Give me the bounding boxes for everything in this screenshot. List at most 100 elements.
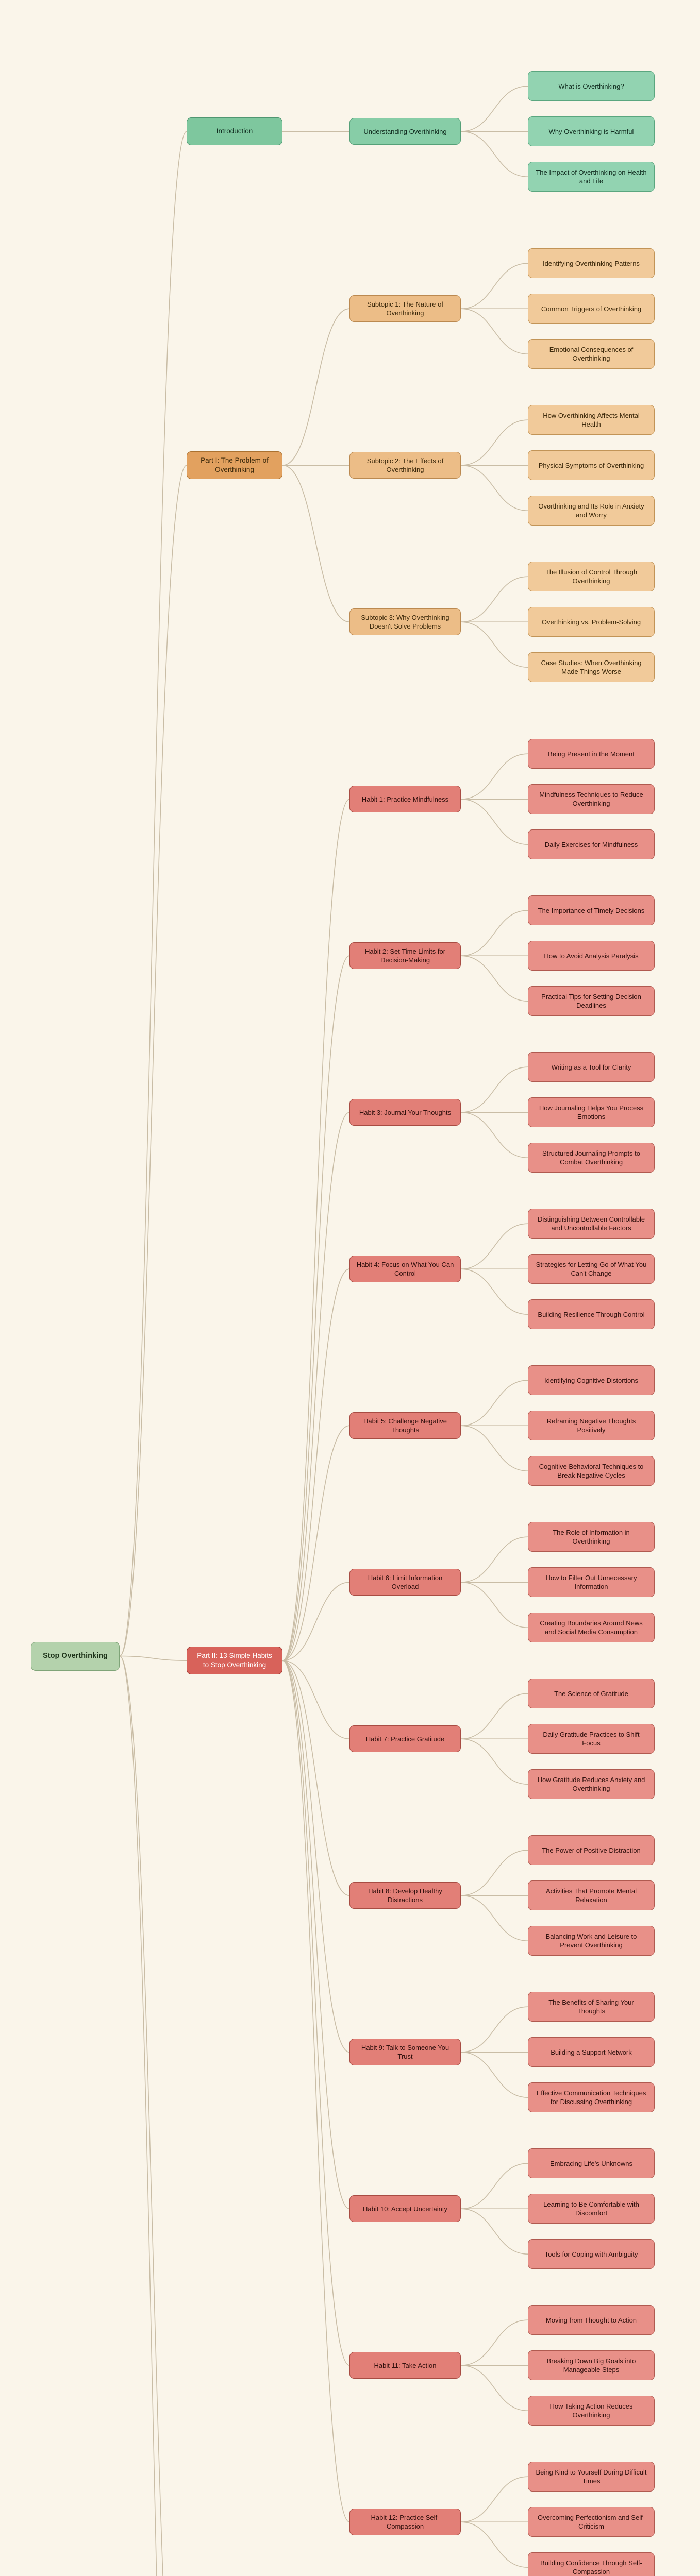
mindmap-node-balancing-work-and-leisure-to-prevent-overthinki[interactable]: Balancing Work and Leisure to Prevent Ov… [528, 1926, 655, 1956]
mindmap-node-introduction[interactable]: Introduction [187, 117, 282, 146]
mindmap-node-habit-2-set-time-limits-for-decision-making[interactable]: Habit 2: Set Time Limits for Decision-Ma… [349, 942, 461, 970]
mindmap-node-case-studies-when-overthinking-made-things-worse[interactable]: Case Studies: When Overthinking Made Thi… [528, 652, 655, 683]
mindmap-node-effective-communication-techniques-for-discussin[interactable]: Effective Communication Techniques for D… [528, 2082, 655, 2113]
mindmap-node-physical-symptoms-of-overthinking[interactable]: Physical Symptoms of Overthinking [528, 450, 655, 481]
mindmap-node-common-triggers-of-overthinking[interactable]: Common Triggers of Overthinking [528, 294, 655, 324]
mindmap-node-distinguishing-between-controllable-and-uncontro[interactable]: Distinguishing Between Controllable and … [528, 1209, 655, 1239]
mindmap-node-habit-12-practice-self-compassion[interactable]: Habit 12: Practice Self-Compassion [349, 2509, 461, 2536]
mindmap-node-the-role-of-information-in-overthinking[interactable]: The Role of Information in Overthinking [528, 1522, 655, 1552]
mindmap-node-overcoming-perfectionism-and-self-criticism[interactable]: Overcoming Perfectionism and Self-Critic… [528, 2507, 655, 2537]
node-label: Habit 9: Talk to Someone You Trust [361, 2044, 449, 2061]
mindmap-node-building-confidence-through-self-compassion[interactable]: Building Confidence Through Self-Compass… [528, 2552, 655, 2576]
mindmap-node-habit-9-talk-to-someone-you-trust[interactable]: Habit 9: Talk to Someone You Trust [349, 2039, 461, 2066]
node-label: Creating Boundaries Around News and Soci… [540, 1619, 643, 1636]
mindmap-branch: Habit 11: Take Action Moving from Thought… [349, 2305, 655, 2426]
mindmap-node-how-to-avoid-analysis-paralysis[interactable]: How to Avoid Analysis Paralysis [528, 941, 655, 971]
mindmap-node-moving-from-thought-to-action[interactable]: Moving from Thought to Action [528, 2305, 655, 2335]
mindmap-node-subtopic-1-the-nature-of-overthinking[interactable]: Subtopic 1: The Nature of Overthinking [349, 295, 461, 323]
mindmap-node-daily-gratitude-practices-to-shift-focus[interactable]: Daily Gratitude Practices to Shift Focus [528, 1724, 655, 1754]
mindmap-node-writing-as-a-tool-for-clarity[interactable]: Writing as a Tool for Clarity [528, 1052, 655, 1082]
mindmap-node-identifying-overthinking-patterns[interactable]: Identifying Overthinking Patterns [528, 248, 655, 279]
mindmap-node-breaking-down-big-goals-into-manageable-steps[interactable]: Breaking Down Big Goals into Manageable … [528, 2350, 655, 2381]
mindmap-branch: Moving from Thought to Action [528, 2305, 655, 2335]
node-label: Tools for Coping with Ambiguity [544, 2250, 638, 2258]
mindmap-node-building-resilience-through-control[interactable]: Building Resilience Through Control [528, 1299, 655, 1330]
mindmap-node-practical-tips-for-setting-decision-deadlines[interactable]: Practical Tips for Setting Decision Dead… [528, 986, 655, 1016]
mindmap-node-how-to-filter-out-unnecessary-information[interactable]: How to Filter Out Unnecessary Informatio… [528, 1567, 655, 1598]
node-label: Building Confidence Through Self-Compass… [540, 2559, 642, 2576]
mindmap-node-why-overthinking-is-harmful[interactable]: Why Overthinking is Harmful [528, 116, 655, 147]
mindmap-branch: Creating Boundaries Around News and Soci… [528, 1613, 655, 1643]
mindmap-node-identifying-cognitive-distortions[interactable]: Identifying Cognitive Distortions [528, 1365, 655, 1396]
mindmap-node-habit-11-take-action[interactable]: Habit 11: Take Action [349, 2352, 461, 2379]
mindmap-node-habit-8-develop-healthy-distractions[interactable]: Habit 8: Develop Healthy Distractions [349, 1882, 461, 1909]
mindmap-node-the-benefits-of-sharing-your-thoughts[interactable]: The Benefits of Sharing Your Thoughts [528, 1992, 655, 2022]
mindmap-node-building-a-support-network[interactable]: Building a Support Network [528, 2037, 655, 2067]
mindmap-node-creating-boundaries-around-news-and-social-media[interactable]: Creating Boundaries Around News and Soci… [528, 1613, 655, 1643]
mindmap-node-the-importance-of-timely-decisions[interactable]: The Importance of Timely Decisions [528, 895, 655, 926]
mindmap-branch: Habit 2: Set Time Limits for Decision-Ma… [349, 895, 655, 1016]
mindmap-node-habit-5-challenge-negative-thoughts[interactable]: Habit 5: Challenge Negative Thoughts [349, 1412, 461, 1439]
mindmap-node-habit-4-focus-on-what-you-can-control[interactable]: Habit 4: Focus on What You Can Control [349, 1256, 461, 1283]
mindmap-branch: Stop Overthinking Introduction Understandi… [31, 71, 655, 2576]
node-label: Activities That Promote Mental Relaxatio… [545, 1887, 637, 1904]
mindmap-node-embracing-life-s-unknowns[interactable]: Embracing Life's Unknowns [528, 2148, 655, 2179]
mindmap-node-part-i-the-problem-of-overthinking[interactable]: Part I: The Problem of Overthinking [187, 451, 282, 480]
mindmap-node-structured-journaling-prompts-to-combat-overthin[interactable]: Structured Journaling Prompts to Combat … [528, 1143, 655, 1173]
mindmap-node-strategies-for-letting-go-of-what-you-can-t-chan[interactable]: Strategies for Letting Go of What You Ca… [528, 1254, 655, 1284]
node-label: How to Filter Out Unnecessary Informatio… [545, 1574, 637, 1591]
mindmap-branch: Being Kind to Yourself During Difficult … [528, 2462, 655, 2492]
mindmap-node-habit-7-practice-gratitude[interactable]: Habit 7: Practice Gratitude [349, 1725, 461, 1753]
mindmap-node-what-is-overthinking[interactable]: What is Overthinking? [528, 71, 655, 101]
mindmap-node-cognitive-behavioral-techniques-to-break-negativ[interactable]: Cognitive Behavioral Techniques to Break… [528, 1456, 655, 1486]
children-group: The Illusion of Control Through Overthin… [528, 562, 655, 683]
mindmap-branch: Building Resilience Through Control [528, 1299, 655, 1330]
mindmap-branch: Overthinking and Its Role in Anxiety and… [528, 496, 655, 526]
mindmap-node-understanding-overthinking[interactable]: Understanding Overthinking [349, 118, 461, 145]
mindmap-branch: Daily Exercises for Mindfulness [528, 829, 655, 860]
children-group: Introduction Understanding Overthinking Wh… [187, 71, 655, 2576]
mindmap-node-habit-1-practice-mindfulness[interactable]: Habit 1: Practice Mindfulness [349, 786, 461, 813]
mindmap-node-subtopic-2-the-effects-of-overthinking[interactable]: Subtopic 2: The Effects of Overthinking [349, 452, 461, 479]
mindmap-node-tools-for-coping-with-ambiguity[interactable]: Tools for Coping with Ambiguity [528, 2239, 655, 2269]
mindmap-branch: Emotional Consequences of Overthinking [528, 339, 655, 369]
mindmap-node-activities-that-promote-mental-relaxation[interactable]: Activities That Promote Mental Relaxatio… [528, 1880, 655, 1911]
mindmap-branch: Overthinking vs. Problem-Solving [528, 607, 655, 637]
mindmap-node-emotional-consequences-of-overthinking[interactable]: Emotional Consequences of Overthinking [528, 339, 655, 369]
mindmap-node-learning-to-be-comfortable-with-discomfort[interactable]: Learning to Be Comfortable with Discomfo… [528, 2194, 655, 2224]
mindmap-node-being-present-in-the-moment[interactable]: Being Present in the Moment [528, 739, 655, 769]
node-label: Overthinking vs. Problem-Solving [541, 618, 641, 626]
mindmap-node-reframing-negative-thoughts-positively[interactable]: Reframing Negative Thoughts Positively [528, 1411, 655, 1441]
mindmap-node-overthinking-and-its-role-in-anxiety-and-worry[interactable]: Overthinking and Its Role in Anxiety and… [528, 496, 655, 526]
mindmap-node-being-kind-to-yourself-during-difficult-times[interactable]: Being Kind to Yourself During Difficult … [528, 2462, 655, 2492]
mindmap-node-the-impact-of-overthinking-on-health-and-life[interactable]: The Impact of Overthinking on Health and… [528, 162, 655, 192]
node-label: Habit 3: Journal Your Thoughts [359, 1108, 452, 1116]
node-label: Habit 4: Focus on What You Can Control [356, 1261, 454, 1278]
mindmap-node-habit-6-limit-information-overload[interactable]: Habit 6: Limit Information Overload [349, 1569, 461, 1596]
mindmap-node-the-science-of-gratitude[interactable]: The Science of Gratitude [528, 1679, 655, 1709]
mindmap-branch: Daily Gratitude Practices to Shift Focus [528, 1724, 655, 1754]
mindmap-node-subtopic-3-why-overthinking-doesn-t-solve-proble[interactable]: Subtopic 3: Why Overthinking Doesn't Sol… [349, 608, 461, 636]
mindmap-node-how-gratitude-reduces-anxiety-and-overthinking[interactable]: How Gratitude Reduces Anxiety and Overth… [528, 1769, 655, 1800]
mindmap-node-part-ii-13-simple-habits-to-stop-overthinking[interactable]: Part II: 13 Simple Habits to Stop Overth… [187, 1647, 282, 1675]
mindmap-node-the-illusion-of-control-through-overthinking[interactable]: The Illusion of Control Through Overthin… [528, 562, 655, 592]
mindmap-node-stop-overthinking[interactable]: Stop Overthinking [31, 1641, 120, 1671]
mindmap-branch: Practical Tips for Setting Decision Dead… [528, 986, 655, 1016]
mindmap-node-how-overthinking-affects-mental-health[interactable]: How Overthinking Affects Mental Health [528, 405, 655, 435]
mindmap-node-habit-10-accept-uncertainty[interactable]: Habit 10: Accept Uncertainty [349, 2195, 461, 2223]
mindmap-node-how-taking-action-reduces-overthinking[interactable]: How Taking Action Reduces Overthinking [528, 2396, 655, 2426]
mindmap-node-how-journaling-helps-you-process-emotions[interactable]: How Journaling Helps You Process Emotion… [528, 1097, 655, 1128]
node-label: Case Studies: When Overthinking Made Thi… [541, 659, 642, 676]
node-label: Effective Communication Techniques for D… [536, 2089, 646, 2106]
mindmap-node-overthinking-vs-problem-solving[interactable]: Overthinking vs. Problem-Solving [528, 607, 655, 637]
mindmap-node-daily-exercises-for-mindfulness[interactable]: Daily Exercises for Mindfulness [528, 829, 655, 860]
node-label: How Gratitude Reduces Anxiety and Overth… [537, 1776, 645, 1793]
node-label: Subtopic 2: The Effects of Overthinking [366, 457, 444, 474]
mindmap-node-the-power-of-positive-distraction[interactable]: The Power of Positive Distraction [528, 1835, 655, 1866]
mindmap-node-habit-3-journal-your-thoughts[interactable]: Habit 3: Journal Your Thoughts [349, 1099, 461, 1126]
mindmap-branch: Mindfulness Techniques to Reduce Overthi… [528, 784, 655, 815]
mindmap-node-mindfulness-techniques-to-reduce-overthinking[interactable]: Mindfulness Techniques to Reduce Overthi… [528, 784, 655, 815]
